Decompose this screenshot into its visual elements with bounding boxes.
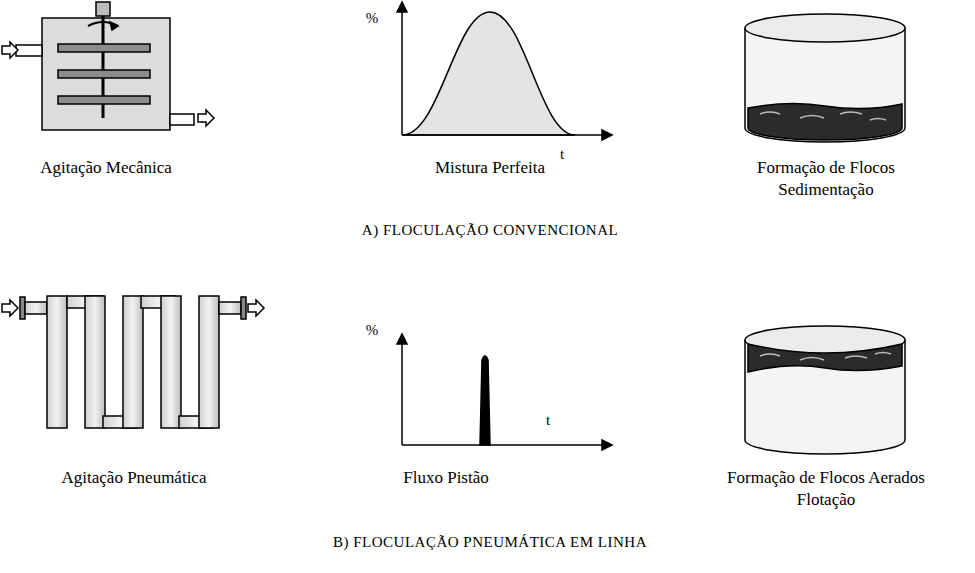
axis-label: t	[546, 412, 550, 429]
axis-label: %	[366, 10, 379, 27]
chart-caption: Fluxo Pistão	[403, 468, 489, 488]
part-label: Agitação Mecânica	[40, 158, 172, 178]
part-label: Sedimentação	[778, 180, 873, 200]
part-label: Formação de Flocos	[757, 158, 895, 178]
section-title: A) FLOCULAÇÃO CONVENCIONAL	[362, 222, 618, 239]
section-title: B) FLOCULAÇÃO PNEUMÁTICA EM LINHA	[333, 534, 647, 551]
part-label: Formação de Flocos Aerados	[727, 468, 925, 488]
axis-label: %	[366, 322, 379, 339]
chart-caption: Mistura Perfeita	[435, 158, 545, 178]
part-label: Agitação Pneumática	[62, 468, 207, 488]
part-label: Flotação	[797, 490, 856, 510]
axis-label: t	[560, 146, 564, 163]
